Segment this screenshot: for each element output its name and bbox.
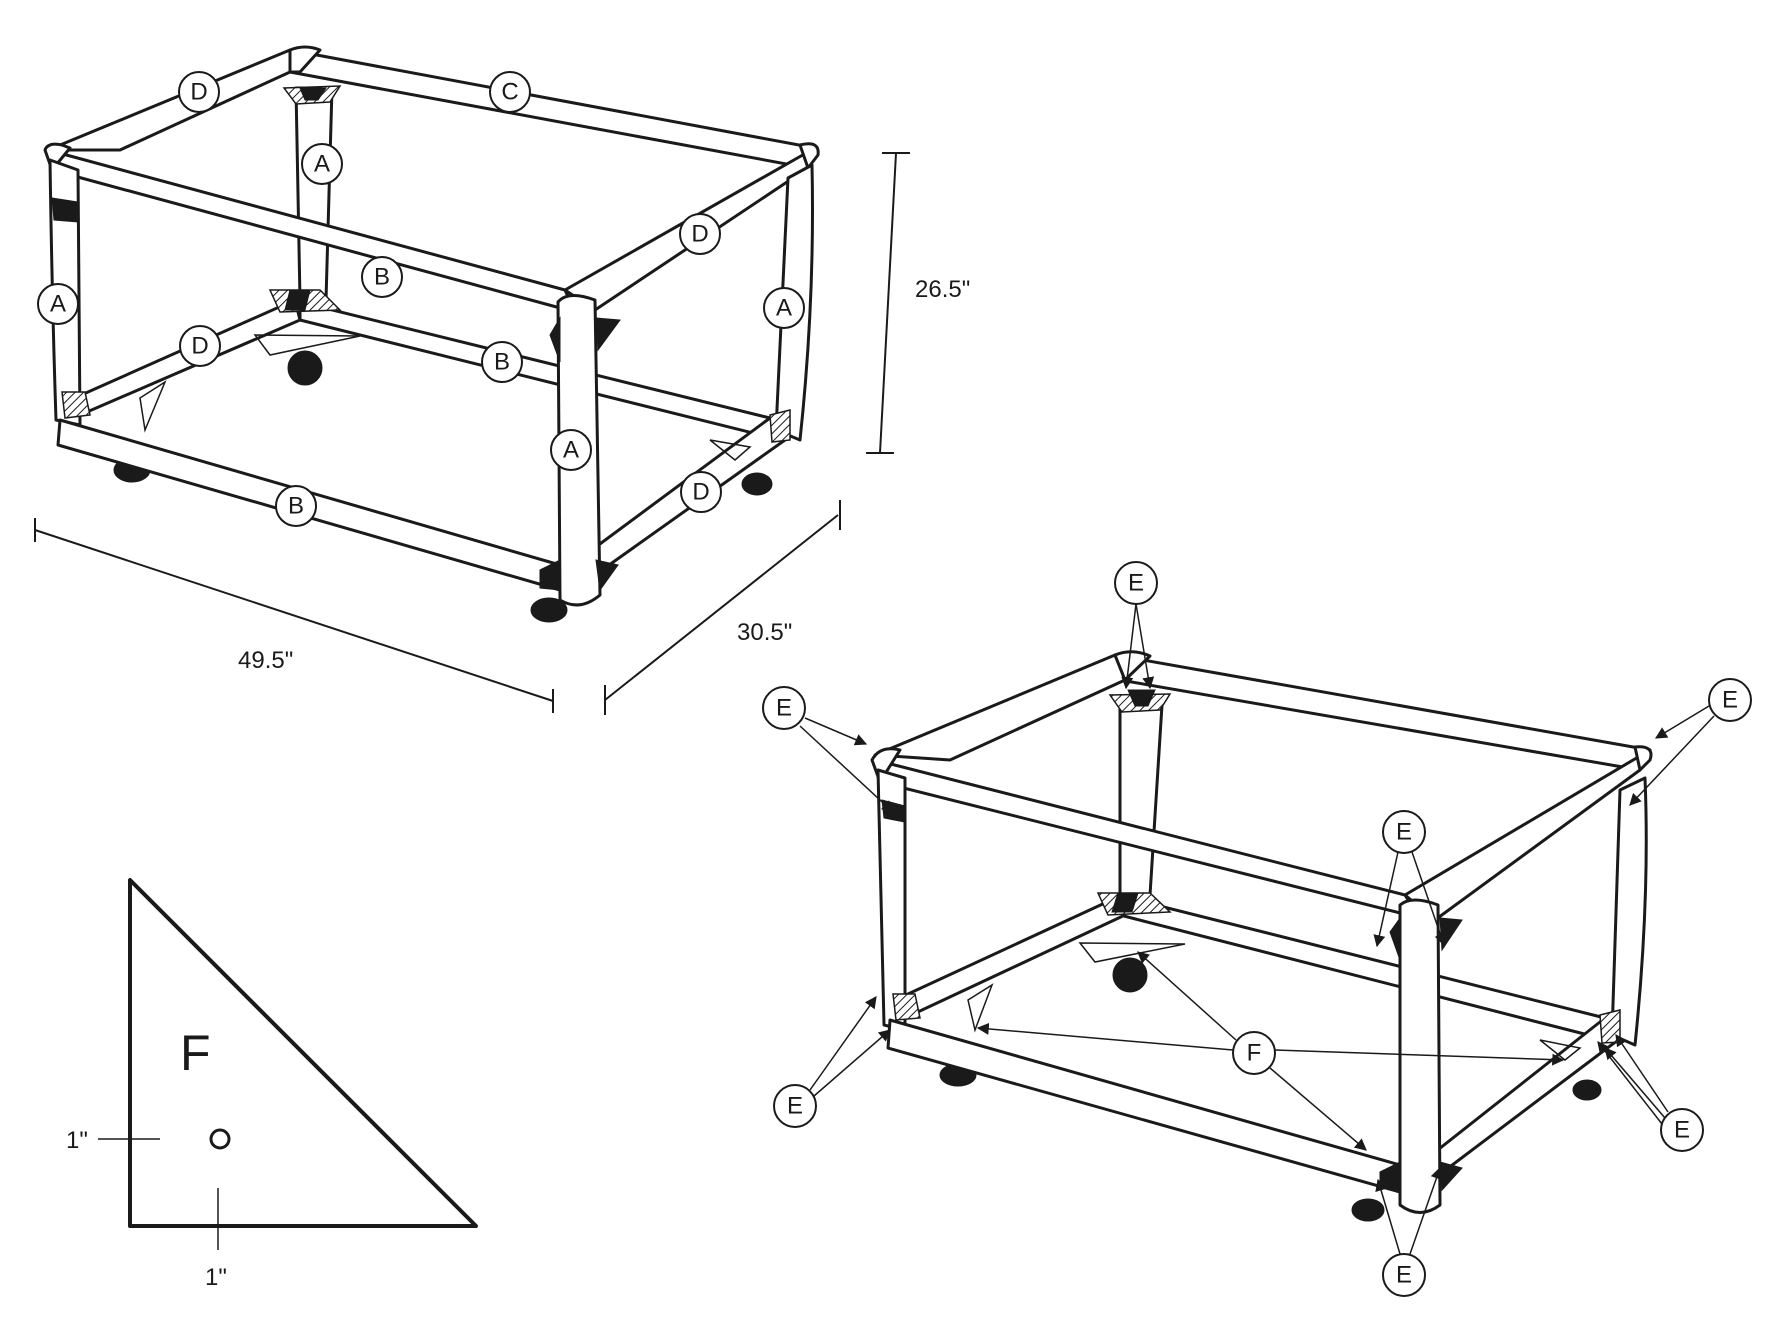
caster-wheel [287, 350, 323, 386]
label-d-bottom-left: D [179, 325, 221, 367]
svg-text:A: A [50, 291, 66, 318]
svg-text:D: D [692, 479, 709, 506]
label-b-bottom-back: B [481, 341, 523, 383]
callout-e-top-right: E [1629, 678, 1752, 806]
corner-bracket [769, 409, 791, 443]
label-a-right-leg: A [763, 287, 805, 329]
svg-text:E: E [776, 695, 792, 722]
frame-joint-callouts: E E E E E E [762, 561, 1752, 1297]
frame-rail [1113, 653, 1652, 772]
frame-rail [1403, 748, 1652, 922]
corner-bracket [1439, 1161, 1463, 1192]
svg-text:E: E [1128, 570, 1144, 597]
frame-rail-b [298, 300, 772, 438]
caster-wheel [1572, 1079, 1602, 1101]
svg-text:E: E [787, 1093, 803, 1120]
svg-text:C: C [501, 79, 518, 106]
caster-wheel [530, 597, 568, 623]
gusset-plate [139, 380, 167, 433]
dimension-hole-offset-y: 1" [205, 1264, 227, 1291]
gusset-triangle [128, 878, 478, 1228]
corner-bracket [284, 289, 311, 311]
corner-bracket [1127, 689, 1156, 707]
label-d-bottom-right: D [680, 471, 722, 513]
svg-text:B: B [494, 349, 510, 376]
svg-text:E: E [1396, 1262, 1412, 1289]
frame-rail-c [288, 48, 817, 170]
svg-text:E: E [1396, 819, 1412, 846]
frame-leg-a [294, 86, 334, 302]
callout-e-bottom-left: E [773, 996, 891, 1128]
svg-text:D: D [691, 221, 708, 248]
frame-leg [1398, 898, 1442, 1214]
callout-e-top-left: E [762, 686, 894, 813]
callout-e-front-top: E [1373, 810, 1447, 948]
corner-bracket [549, 316, 561, 363]
corner-bracket [51, 197, 79, 223]
svg-text:E: E [1722, 687, 1738, 714]
frame-rail [873, 653, 1127, 762]
callout-e-bottom-front: E [1375, 1166, 1443, 1297]
label-b-bottom-front: B [275, 485, 317, 527]
label-b-top-front: B [361, 256, 403, 298]
caster-wheel [1351, 1198, 1385, 1222]
gusset-f-detail: F 1" 1" [66, 878, 478, 1291]
svg-text:A: A [563, 437, 579, 464]
corner-bracket [595, 317, 621, 352]
label-c-top-back: C [489, 71, 531, 113]
gusset-label: F [180, 1025, 211, 1081]
svg-text:F: F [1247, 1040, 1262, 1067]
callout-f-gussets: F [976, 951, 1565, 1151]
svg-text:A: A [314, 151, 330, 178]
corner-bracket [1389, 916, 1401, 961]
corner-bracket [892, 993, 921, 1021]
gusset-plate [253, 334, 361, 356]
corner-cap [798, 142, 820, 170]
svg-text:30.5": 30.5" [737, 619, 792, 646]
svg-text:D: D [190, 79, 207, 106]
dimension-height: 26.5" [866, 152, 970, 454]
mounting-hole [209, 1128, 231, 1150]
corner-cap [1113, 650, 1152, 682]
corner-cap [1633, 745, 1653, 772]
gusset-plate [1539, 1039, 1582, 1061]
svg-text:D: D [191, 333, 208, 360]
label-d-top-left: D [178, 71, 220, 113]
corner-bracket [595, 559, 619, 592]
corner-cap [288, 45, 322, 74]
corner-bracket [1111, 892, 1139, 913]
svg-text:B: B [288, 493, 304, 520]
corner-bracket [539, 559, 561, 591]
svg-text:E: E [1674, 1117, 1690, 1144]
svg-text:B: B [374, 264, 390, 291]
label-a-back-leg: A [301, 143, 343, 185]
dimension-hole-offset-x: 1" [66, 1127, 88, 1154]
frame-rail-d [46, 48, 292, 152]
frame-rail [886, 1018, 1402, 1194]
svg-text:A: A [776, 295, 792, 322]
frame-rail [1118, 894, 1607, 1040]
corner-bracket [1599, 1009, 1621, 1044]
corner-bracket [299, 87, 327, 101]
svg-text:49.5": 49.5" [238, 647, 293, 674]
corner-bracket [61, 391, 91, 419]
caster-wheel [1112, 957, 1148, 993]
gusset-plate [709, 439, 752, 461]
caster-wheel [741, 472, 773, 496]
frame-labelled-parts: A D C D A B A D [34, 45, 970, 715]
dimension-depth: 30.5" [604, 500, 841, 715]
dimension-width: 49.5" [34, 518, 554, 713]
frame-leg [1118, 703, 1164, 897]
frame-leg [1610, 776, 1648, 1047]
callout-e-top-back: E [1114, 561, 1158, 690]
gusset-plate [967, 983, 994, 1033]
label-d-top-right: D [679, 213, 721, 255]
callout-e-bottom-right: E [1597, 1034, 1704, 1152]
label-a-left-leg: A [37, 283, 79, 325]
svg-text:26.5": 26.5" [915, 276, 970, 303]
label-a-front-leg: A [550, 429, 592, 471]
